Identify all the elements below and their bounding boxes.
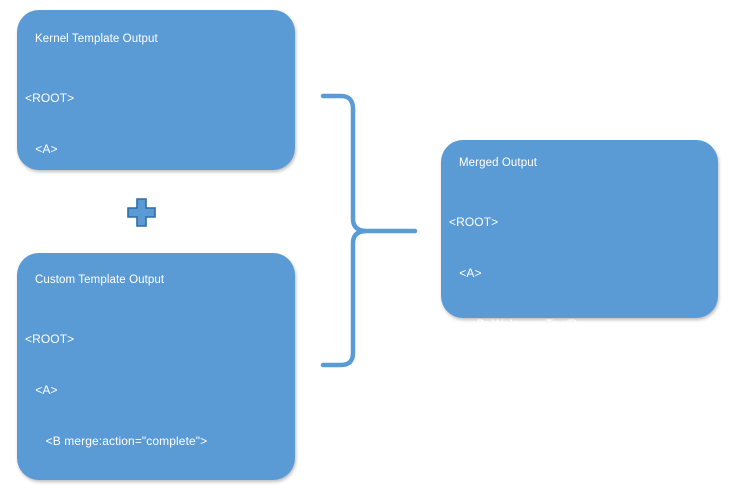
code-line: <B merge:action="complete"> bbox=[25, 434, 208, 448]
custom-template-output-box: Custom Template Output <ROOT> <A> <B mer… bbox=[17, 253, 295, 491]
code-line: <B>Welcome To</B> bbox=[449, 317, 585, 331]
kernel-template-output-title: Kernel Template Output bbox=[35, 33, 158, 45]
curly-brace-connector-icon bbox=[315, 88, 423, 373]
code-line: <A> bbox=[25, 142, 58, 156]
code-line: <ROOT> bbox=[25, 91, 75, 105]
merged-output-box: Merged Output <ROOT> <A> <B>Welcome To</… bbox=[441, 140, 718, 484]
custom-template-output-title: Custom Template Output bbox=[35, 274, 165, 286]
code-line: <C>Hello</C> bbox=[449, 368, 547, 382]
code-line: <ROOT> bbox=[449, 215, 499, 229]
code-line: <A> bbox=[25, 383, 58, 397]
plus-icon bbox=[126, 197, 157, 228]
code-line: <ROOT> bbox=[25, 332, 75, 346]
code-line: Welcome To bbox=[25, 484, 208, 491]
merged-output-title: Merged Output bbox=[459, 157, 538, 169]
merged-output-code: <ROOT> <A> <B>Welcome To</B> <C>Hello</C… bbox=[449, 180, 584, 491]
code-line: <D>World</D> bbox=[449, 419, 551, 433]
code-line: </A> bbox=[449, 470, 486, 484]
custom-template-output-code: <ROOT> <A> <B merge:action="complete"> W… bbox=[25, 297, 208, 491]
kernel-template-output-box: Kernel Template Output <ROOT> <A> <C>Hel… bbox=[17, 10, 295, 360]
code-line: <C>Hello</C> bbox=[25, 193, 123, 207]
code-line: <A> bbox=[449, 266, 482, 280]
